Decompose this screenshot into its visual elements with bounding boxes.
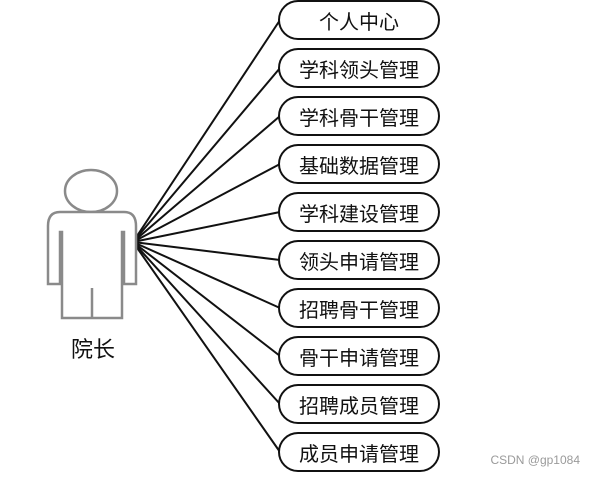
- use-case-6: 领头申请管理: [278, 240, 440, 280]
- actor-label: 院长: [70, 338, 115, 363]
- association-line-8: [132, 241, 281, 357]
- association-line-9: [132, 241, 281, 405]
- person-icon: [46, 168, 138, 320]
- use-case-10: 成员申请管理: [278, 432, 440, 472]
- association-line-1: [132, 19, 281, 243]
- use-case-2: 学科领头管理: [278, 48, 440, 88]
- association-lines: [132, 19, 281, 453]
- use-case-1: 个人中心: [278, 0, 440, 40]
- association-line-7: [132, 241, 281, 309]
- association-line-3: [132, 115, 281, 243]
- association-line-10: [132, 241, 281, 453]
- use-case-5: 学科建设管理: [278, 192, 440, 232]
- association-line-4: [132, 163, 281, 243]
- use-case-9: 招聘成员管理: [278, 384, 440, 424]
- use-case-8: 骨干申请管理: [278, 336, 440, 376]
- use-case-4: 基础数据管理: [278, 144, 440, 184]
- association-line-6: [132, 241, 281, 261]
- use-case-7: 招聘骨干管理: [278, 288, 440, 328]
- use-case-3: 学科骨干管理: [278, 96, 440, 136]
- association-line-5: [132, 211, 281, 243]
- association-line-2: [132, 67, 281, 243]
- watermark: CSDN @gp1084: [490, 453, 580, 467]
